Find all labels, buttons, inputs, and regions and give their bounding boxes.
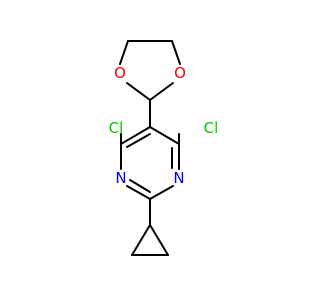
bond-o-left-acetal-c bbox=[126, 82, 151, 101]
chlorine-left-label: Cl bbox=[109, 119, 124, 137]
bonds bbox=[119, 40, 181, 256]
oxygen-right-label: O bbox=[174, 64, 186, 82]
bond-c5-c4 bbox=[120, 126, 151, 145]
bond-cyclopropyl-left bbox=[131, 224, 151, 256]
bond-c5-c6 bbox=[149, 126, 180, 145]
nitrogen-right-label: N bbox=[173, 169, 184, 187]
molecule-structure: O O Cl Cl N N bbox=[109, 40, 219, 256]
atom-labels: O O Cl Cl N N bbox=[109, 64, 219, 187]
bond-o-right-acetal-c bbox=[149, 82, 174, 101]
bond-n1-c2 bbox=[149, 185, 174, 200]
bond-n3-c2-double bbox=[129, 179, 151, 193]
bond-c5-c4-double bbox=[126, 133, 151, 148]
bond-cyclopropyl-right bbox=[149, 224, 169, 256]
chlorine-right-label: Cl bbox=[204, 119, 219, 137]
nitrogen-left-label: N bbox=[115, 169, 126, 187]
bond-n3-c2 bbox=[126, 185, 151, 200]
bond-ch2-o-right bbox=[171, 40, 181, 65]
oxygen-left-label: O bbox=[114, 64, 126, 82]
bond-ch2-o-left bbox=[119, 40, 129, 65]
